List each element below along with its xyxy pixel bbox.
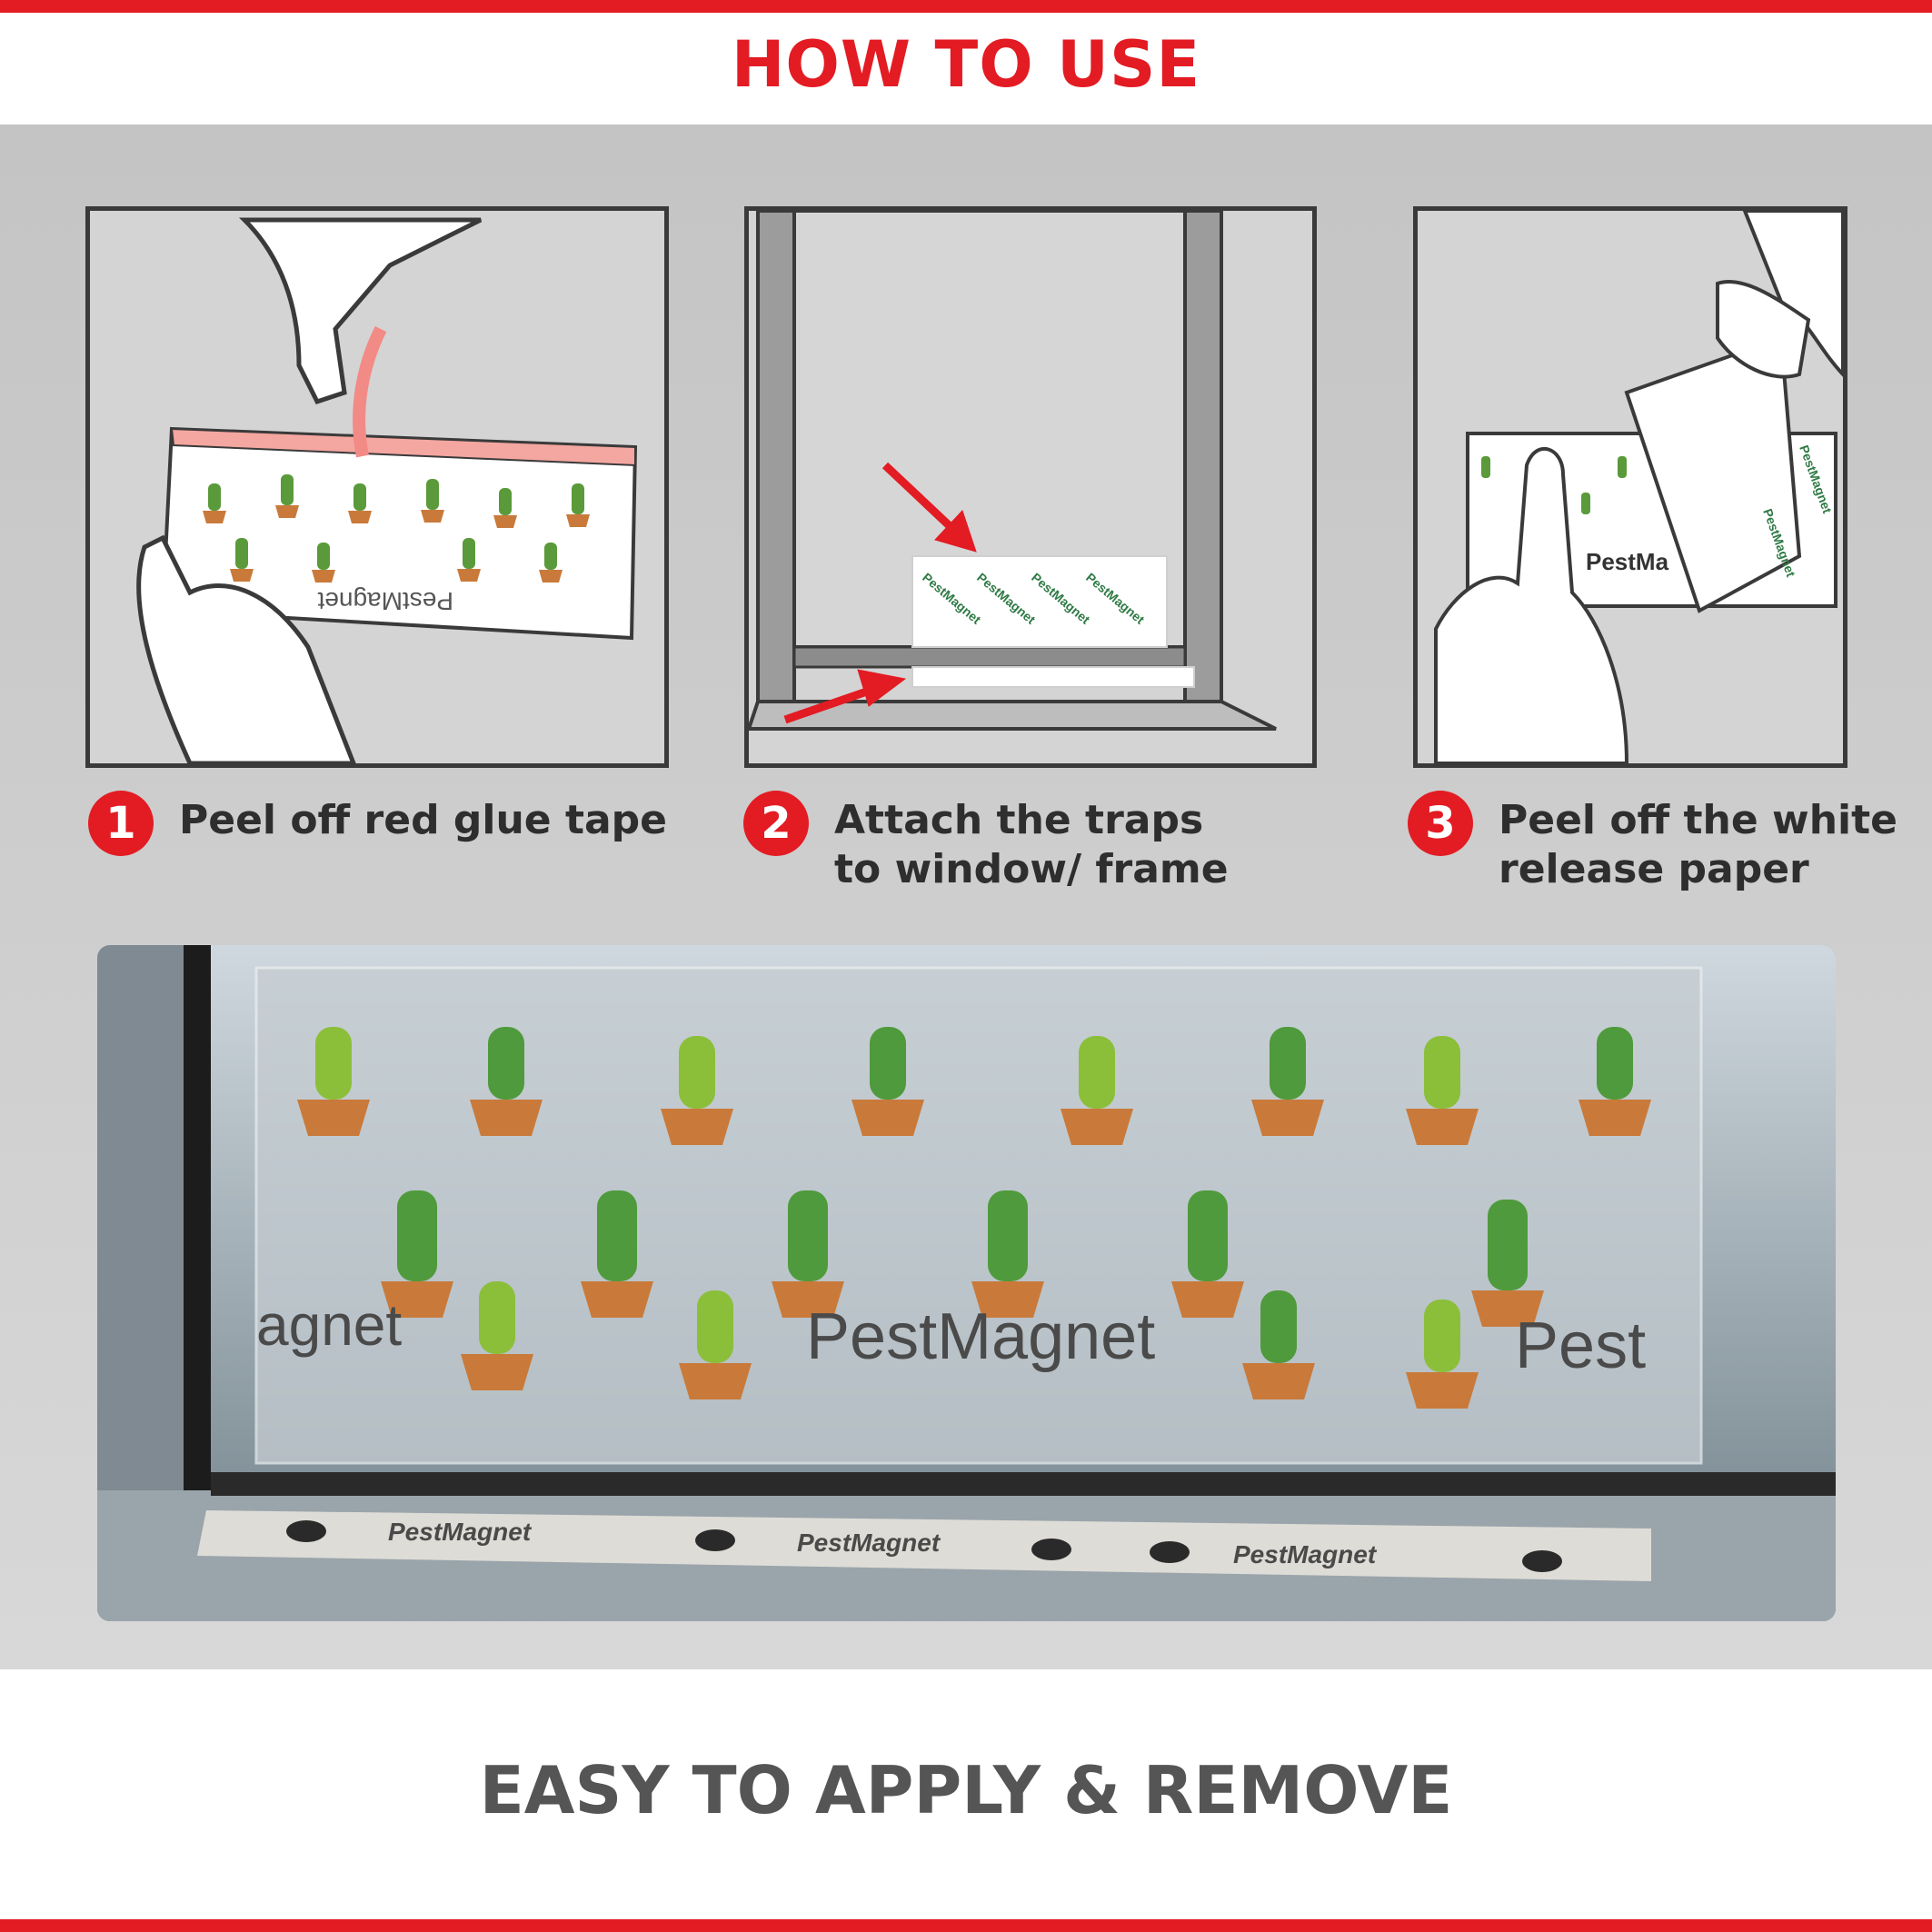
step-3: 3 Peel off the white release paper xyxy=(1408,791,1898,894)
svg-text:PestMagnet: PestMagnet xyxy=(797,1529,941,1557)
step-1: 1 Peel off red glue tape xyxy=(88,791,688,856)
svg-text:PestMagnet: PestMagnet xyxy=(1233,1540,1378,1569)
step-2-text: Attach the traps to window/ frame xyxy=(834,797,1229,892)
fly-icon xyxy=(286,1520,1562,1572)
hand-top xyxy=(238,217,483,405)
step-2-number-badge: 2 xyxy=(743,791,809,856)
step-2: 2 Attach the traps to window/ frame xyxy=(743,791,1261,894)
footer-tagline: EASY TO APPLY & REMOVE xyxy=(479,1752,1453,1828)
step-1-illustration: PestMagnet xyxy=(85,206,669,768)
frame-strip-trap xyxy=(197,1510,1651,1581)
cactus-icon xyxy=(203,474,590,583)
hand-top xyxy=(1716,280,1811,379)
step-1-number-badge: 1 xyxy=(88,791,154,856)
step-1-text: Peel off red glue tape xyxy=(179,797,668,843)
top-accent-bar xyxy=(0,0,1932,13)
brand-label: PestMa xyxy=(1586,548,1669,575)
hand-bottom xyxy=(136,534,356,763)
bottom-accent-bar xyxy=(0,1919,1932,1932)
trap-on-frame xyxy=(911,666,1195,688)
hand-bottom xyxy=(1434,446,1629,763)
svg-text:PestMagnet: PestMagnet xyxy=(388,1518,533,1546)
brand-logo-partial-right: Pest xyxy=(1515,1310,1646,1382)
step-2-illustration: PestMagnet PestMagnet PestMagnet PestMag… xyxy=(744,206,1317,768)
red-arrow-icon xyxy=(783,462,977,724)
brand-logo-mirrored: PestMagnet xyxy=(317,587,453,615)
cactus-icon xyxy=(297,1027,1651,1409)
step-3-number-badge: 3 xyxy=(1408,791,1473,856)
brand-logo-center: PestMagnet xyxy=(806,1300,1155,1373)
release-paper xyxy=(1624,335,1802,613)
trap-on-glass xyxy=(911,555,1168,648)
step-3-illustration: PestMa PestMagnet PestMagnet xyxy=(1413,206,1847,768)
page-title: HOW TO USE xyxy=(731,27,1201,102)
brand-logo-partial-left: agnet xyxy=(256,1292,402,1358)
step-3-text: Peel off the white release paper xyxy=(1499,797,1897,892)
installed-trap-photo: agnet PestMagnet Pest PestMagnet PestMag… xyxy=(97,945,1836,1621)
